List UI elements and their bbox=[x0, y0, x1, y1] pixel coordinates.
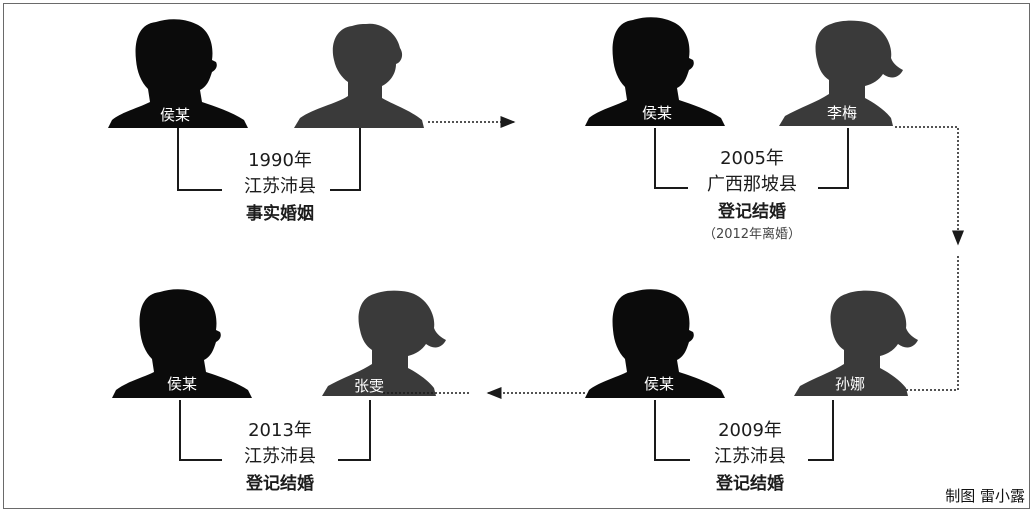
arrow-connector-down bbox=[895, 256, 959, 391]
marriage-place: 江苏沛县 bbox=[244, 446, 316, 467]
connector-right bbox=[818, 128, 849, 189]
caption-couple-4: 2013年 江苏沛县 登记结婚 bbox=[200, 418, 360, 498]
connector-right bbox=[338, 400, 371, 461]
marriage-place: 江苏沛县 bbox=[714, 446, 786, 467]
couple-2 bbox=[585, 17, 903, 189]
couple-4 bbox=[112, 289, 470, 461]
marriage-note: （2012年离婚） bbox=[702, 227, 802, 242]
couple-1 bbox=[108, 19, 424, 191]
marriage-type: 事实婚姻 bbox=[246, 204, 314, 224]
marriage-type: 登记结婚 bbox=[718, 202, 786, 222]
caption-couple-3: 2009年 江苏沛县 登记结婚 bbox=[670, 418, 830, 498]
arrow-to-couple-3 bbox=[895, 126, 964, 246]
connector-left bbox=[179, 400, 222, 461]
wife-name: 张雯 bbox=[353, 377, 384, 395]
graphic-credit: 制图 雷小露 bbox=[945, 487, 1025, 505]
connector-left bbox=[177, 128, 222, 191]
marriage-year: 1990年 bbox=[248, 150, 312, 171]
husband-name: 侯某 bbox=[166, 375, 197, 393]
husband-name: 侯某 bbox=[641, 104, 672, 122]
wife-silhouette-icon bbox=[294, 23, 424, 129]
connector-right bbox=[808, 400, 834, 461]
marriage-year: 2013年 bbox=[248, 420, 312, 441]
marriage-year: 2009年 bbox=[718, 420, 782, 441]
caption-couple-2: 2005年 广西那坡县 登记结婚 （2012年离婚） bbox=[672, 146, 832, 244]
marriage-place: 江苏沛县 bbox=[244, 176, 316, 197]
marriage-place: 广西那坡县 bbox=[707, 174, 797, 195]
caption-couple-1: 1990年 江苏沛县 事实婚姻 bbox=[200, 148, 360, 228]
husband-name: 侯某 bbox=[643, 375, 674, 393]
marriage-type: 登记结婚 bbox=[716, 474, 784, 494]
connector-left bbox=[654, 400, 690, 461]
marriage-type: 登记结婚 bbox=[246, 474, 314, 494]
connector-right bbox=[330, 128, 361, 191]
connector-left bbox=[654, 128, 688, 189]
wife-name: 李梅 bbox=[826, 104, 857, 122]
marriage-year: 2005年 bbox=[720, 148, 784, 169]
couple-3 bbox=[585, 289, 918, 461]
husband-name: 侯某 bbox=[159, 106, 190, 124]
wife-name: 孙娜 bbox=[834, 375, 865, 393]
